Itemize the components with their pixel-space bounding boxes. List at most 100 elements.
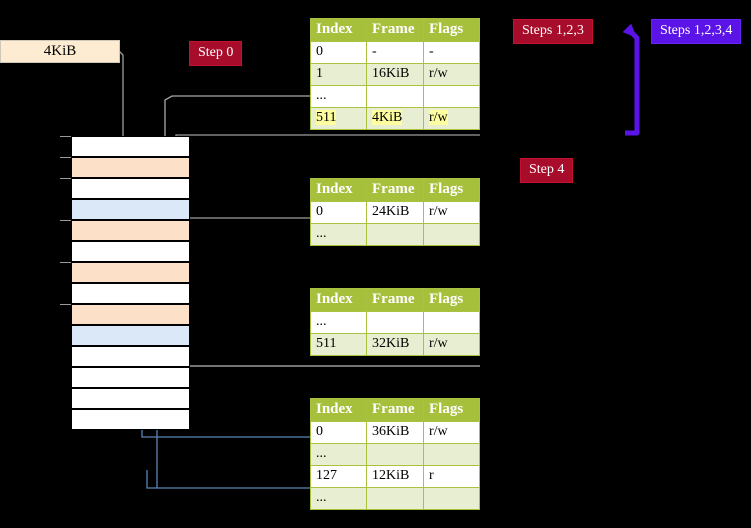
memory-frame-row: [71, 199, 190, 220]
table-cell: ...: [310, 443, 367, 466]
memory-frame-row: [71, 304, 190, 325]
frame-size-label: 4KiB: [43, 43, 77, 59]
badge-step-0: Step 0: [189, 41, 243, 66]
memory-frame-row: [71, 409, 190, 430]
highlighted-value: r/w: [429, 110, 448, 125]
frame-tick: [60, 220, 71, 221]
arrow-steps-1234: [622, 23, 640, 136]
table-cell: [423, 443, 480, 466]
table-cell: r/w: [423, 107, 480, 130]
frame-tick: [60, 262, 71, 263]
column-header: Index: [310, 18, 367, 42]
memory-frame-row: [71, 262, 190, 283]
table-cell: r/w: [423, 421, 480, 444]
table-cell: 32KiB: [366, 333, 424, 356]
column-header: Frame: [366, 288, 424, 312]
table-cell: ...: [310, 487, 367, 510]
table-cell: 511: [310, 107, 367, 130]
memory-frame-row: [71, 346, 190, 367]
table-cell: r/w: [423, 63, 480, 86]
table-cell: r: [423, 465, 480, 488]
table-cell: 24KiB: [366, 201, 424, 224]
table-cell: [366, 311, 424, 334]
badge-steps-123: Steps 1,2,3: [513, 19, 593, 44]
table-cell: [423, 487, 480, 510]
table-cell: ...: [310, 223, 367, 246]
table-cell: ...: [310, 311, 367, 334]
table-cell: [366, 487, 424, 510]
table-cell: 0: [310, 41, 367, 64]
table-row: 511 4KiB r/w: [310, 107, 480, 130]
memory-frame-row: [71, 136, 190, 157]
table-row: ...: [310, 443, 480, 466]
table-cell: 16KiB: [366, 63, 424, 86]
table-cell: ...: [310, 85, 367, 108]
table-cell: [423, 311, 480, 334]
table-cell: [366, 85, 424, 108]
table-cell: [366, 443, 424, 466]
column-header: Frame: [366, 178, 424, 202]
column-header: Index: [310, 398, 367, 422]
column-header: Index: [310, 178, 367, 202]
memory-frame-row: [71, 367, 190, 388]
table-cell: [423, 85, 480, 108]
table-cell: r/w: [423, 201, 480, 224]
frame-size-box: 4KiB: [0, 40, 120, 63]
table-cell: -: [423, 41, 480, 64]
table-cell: 511: [310, 333, 367, 356]
frame-tick: [60, 304, 71, 305]
frame-tick: [60, 136, 71, 137]
frame-tick: [60, 157, 71, 158]
memory-frame-row: [71, 178, 190, 199]
table-row: ...: [310, 85, 480, 108]
table-cell: 12KiB: [366, 465, 424, 488]
highlighted-value: 511: [316, 110, 337, 125]
table-cell: r/w: [423, 333, 480, 356]
table-row: ...: [310, 487, 480, 510]
frame-tick: [60, 178, 71, 179]
badge-step-4: Step 4: [520, 158, 574, 183]
memory-frame-row: [71, 388, 190, 409]
table-row: 0--: [310, 41, 480, 64]
column-header: Flags: [423, 18, 480, 42]
table-cell: -: [366, 41, 424, 64]
memory-frame-row: [71, 325, 190, 346]
column-header: Flags: [423, 288, 480, 312]
table-cell: [423, 223, 480, 246]
column-header: Frame: [366, 18, 424, 42]
highlighted-value: 4KiB: [372, 110, 403, 125]
table-cell: 0: [310, 201, 367, 224]
physical-memory-grid: [71, 136, 190, 430]
table-row: ...: [310, 223, 480, 246]
column-header: Index: [310, 288, 367, 312]
wire-blue-pt-row127-b: [146, 470, 157, 489]
memory-frame-row: [71, 220, 190, 241]
table-cell: 4KiB: [366, 107, 424, 130]
table-cell: [366, 223, 424, 246]
column-header: Flags: [423, 178, 480, 202]
memory-frame-row: [71, 157, 190, 178]
table-cell: 1: [310, 63, 367, 86]
memory-frame-row: [71, 241, 190, 262]
wire-pml4-to-frame: [175, 134, 480, 155]
table-cell: 127: [310, 465, 367, 488]
memory-frame-row: [71, 283, 190, 304]
column-header: Flags: [423, 398, 480, 422]
badge-steps-1234: Steps 1,2,3,4: [651, 19, 742, 44]
table-cell: 0: [310, 421, 367, 444]
table-cell: 36KiB: [366, 421, 424, 444]
column-header: Frame: [366, 398, 424, 422]
